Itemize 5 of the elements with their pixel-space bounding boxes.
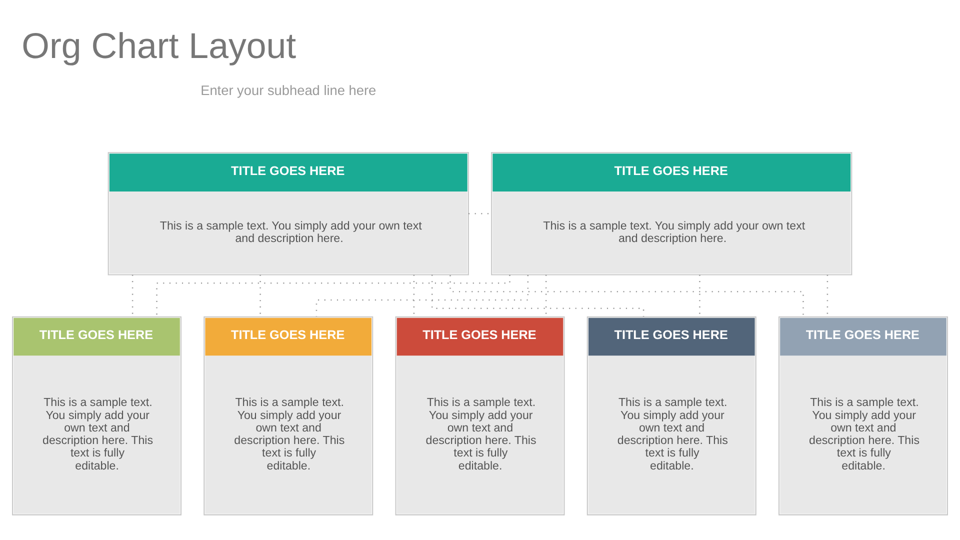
connector [450,275,804,317]
connector [316,275,529,317]
diagram-title: Org Chart Layout [22,26,296,66]
connector [156,274,510,317]
label: Enter your subhead line here [200,83,376,98]
